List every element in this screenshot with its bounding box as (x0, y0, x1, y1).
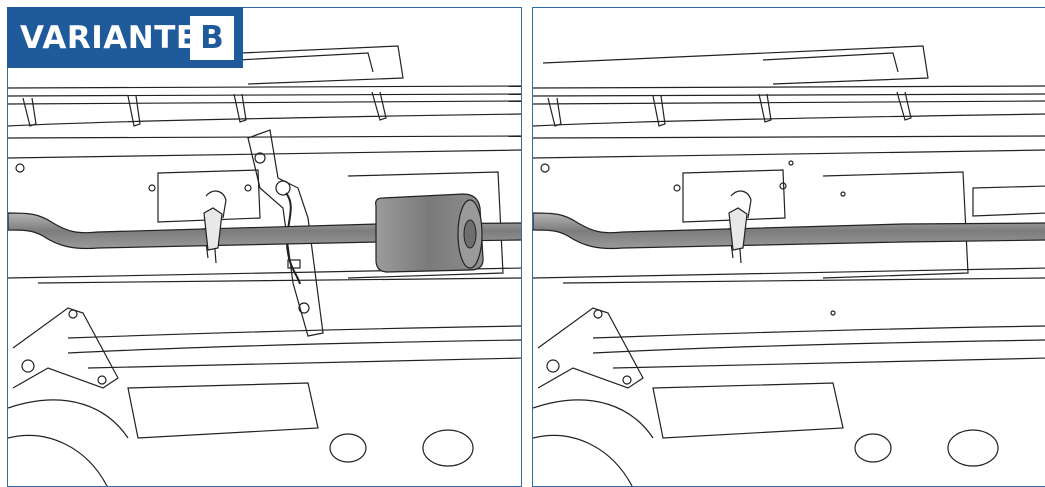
variant-label: VARIANTE (20, 19, 198, 56)
illustration-panel-before (7, 7, 522, 487)
illustration-panel-after (532, 7, 1045, 487)
rear-muffler (375, 193, 484, 273)
variant-letter: B (190, 16, 234, 60)
underbody-drawing-after (533, 45, 1045, 486)
variant-badge: VARIANTE B (7, 7, 243, 68)
exhaust-pipe (533, 212, 1045, 250)
underbody-drawing-before (8, 45, 521, 486)
